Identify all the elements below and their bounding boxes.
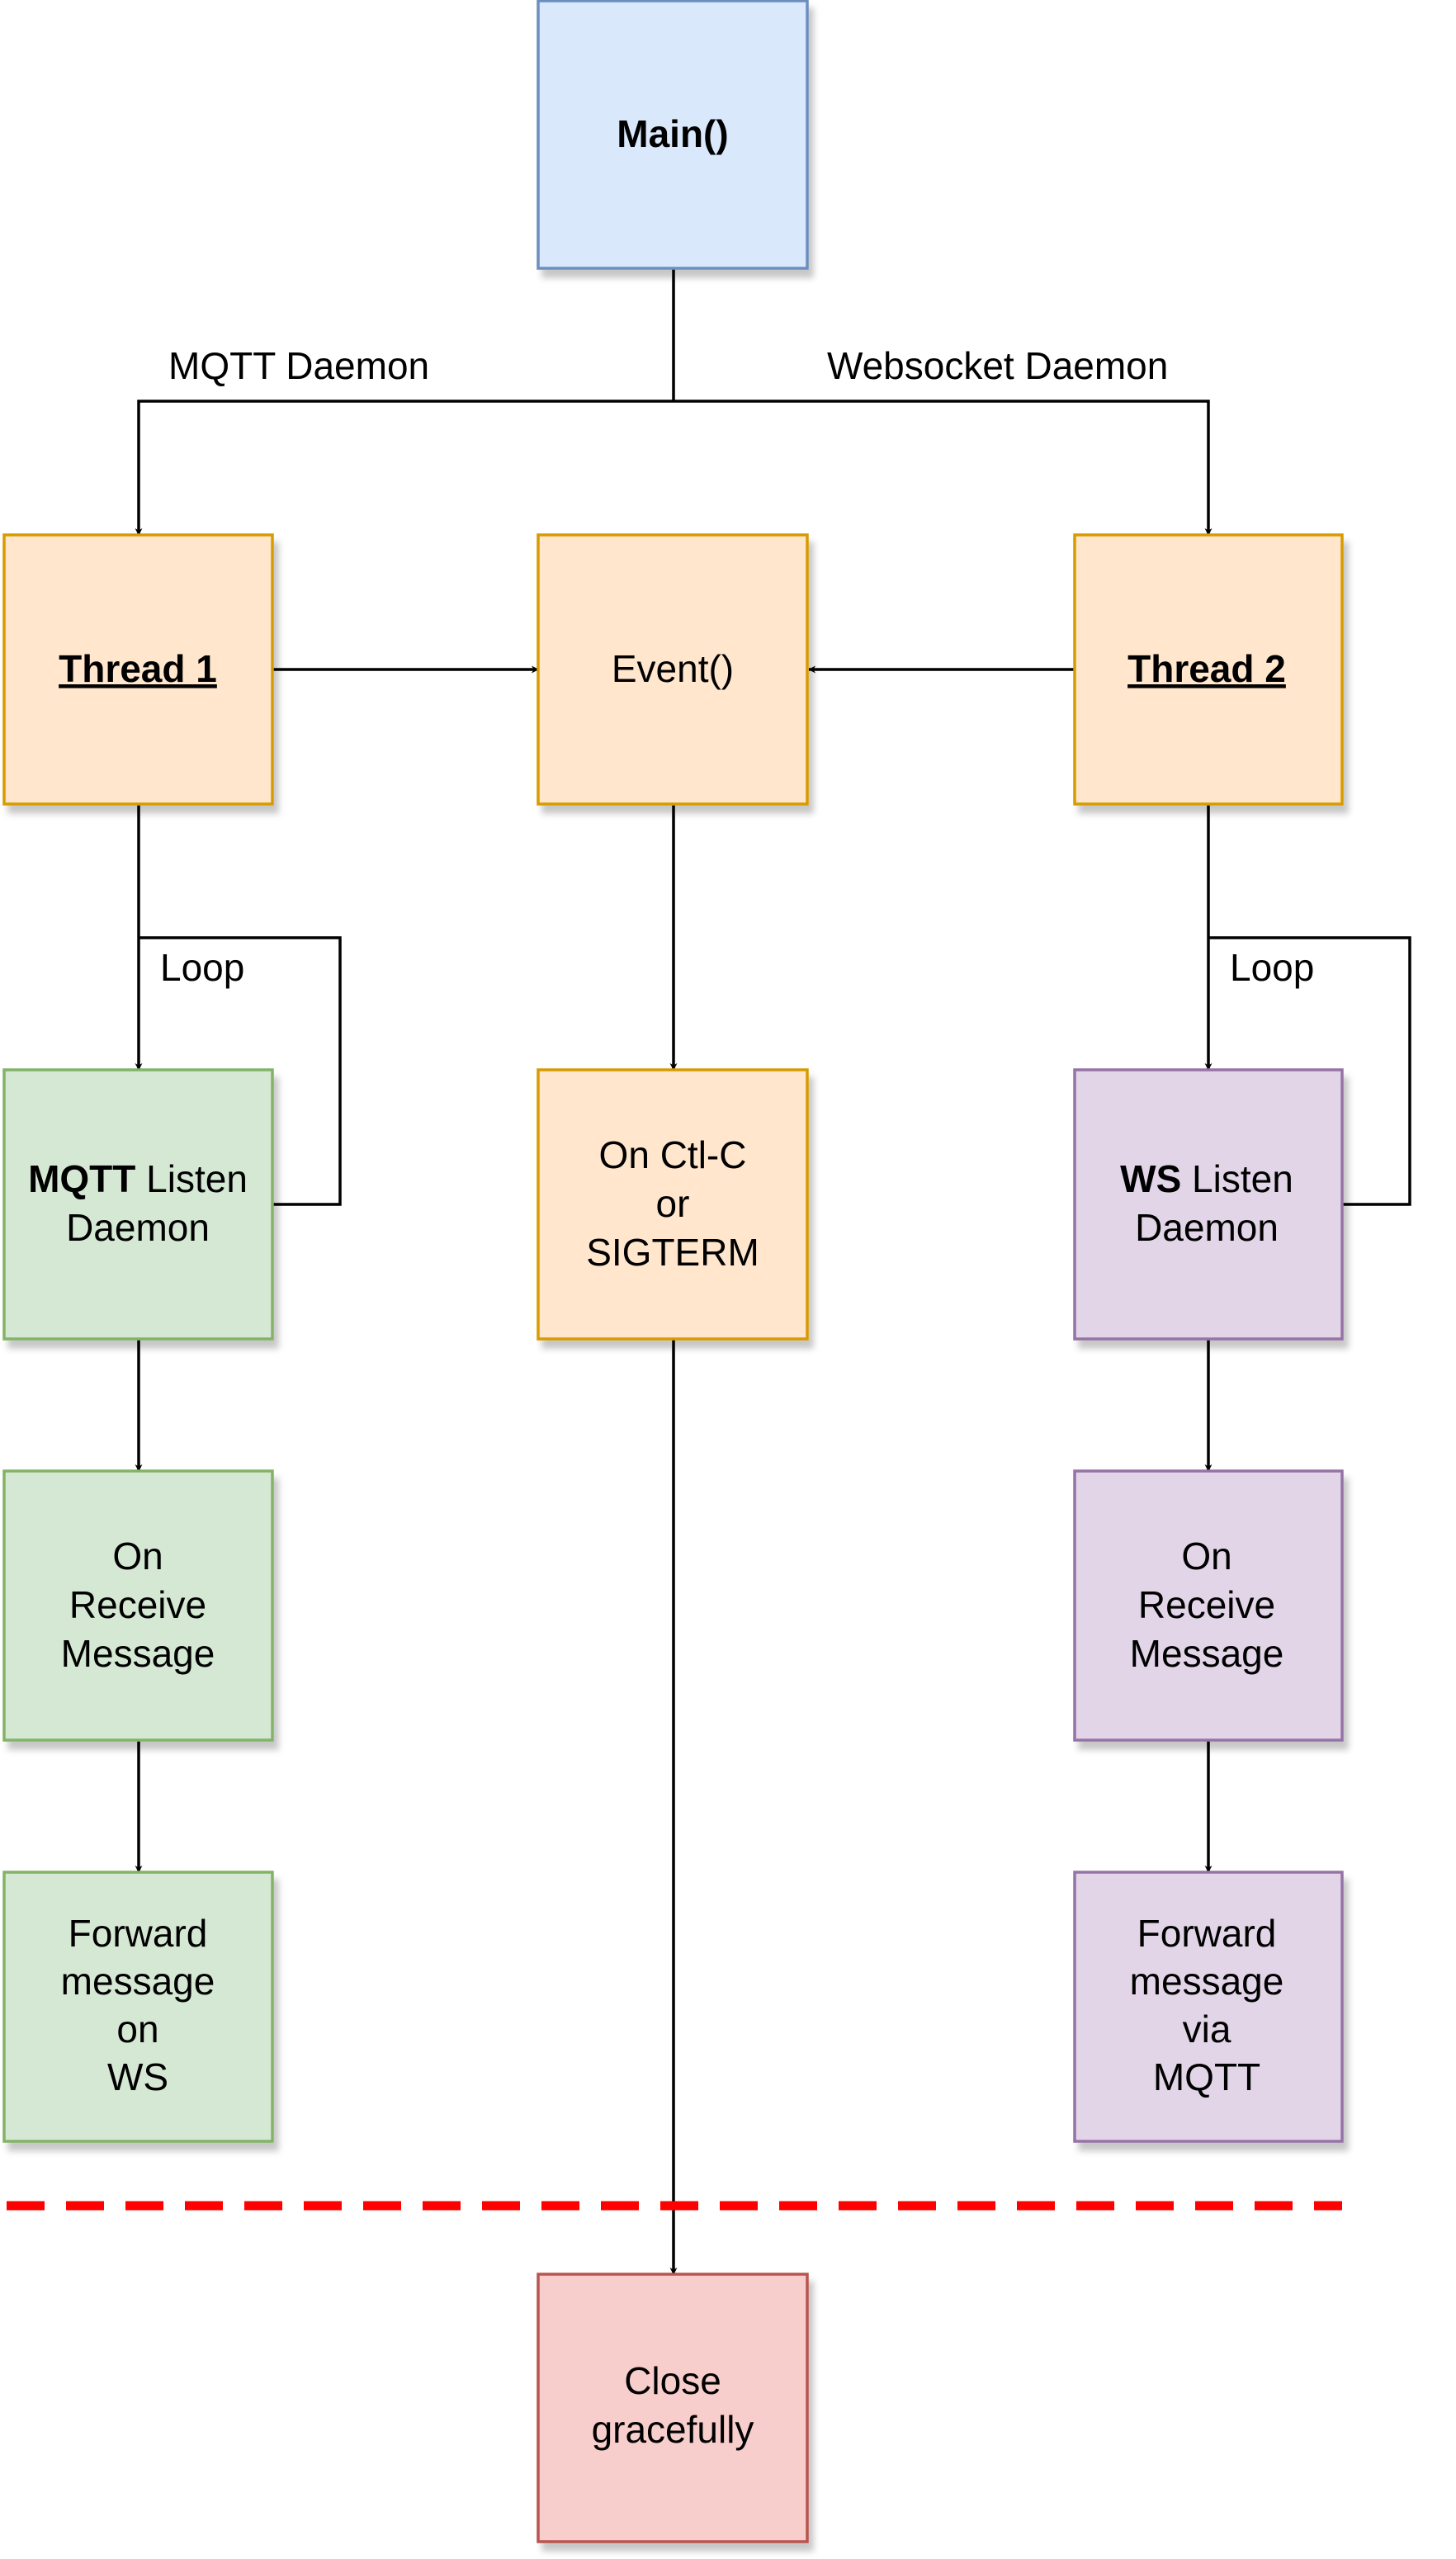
edge-main-to-thread1: [135, 400, 674, 536]
edge-labels: MQTT Daemon Websocket Daemon Loop Loop: [160, 338, 1314, 989]
node-thread2-label: Thread 2: [1127, 647, 1286, 690]
node-mqtt-forward-line2: message: [61, 1960, 215, 2003]
node-ws-receive-line1: On: [1181, 1535, 1231, 1577]
node-close-line2: gracefully: [592, 2408, 754, 2451]
node-event-label: Event(): [612, 647, 734, 690]
node-close-line1: Close: [624, 2359, 721, 2402]
node-ws-forward-line1: Forward: [1137, 1912, 1277, 1955]
node-mqtt-receive-line1: On: [112, 1535, 163, 1577]
node-mqtt-forward-line4: WS: [107, 2055, 168, 2098]
node-mqtt-listen-line1: MQTT Listen: [28, 1157, 248, 1200]
label-websocket-daemon: Websocket Daemon: [827, 344, 1168, 387]
node-ws-listen-line2: Daemon: [1135, 1206, 1279, 1249]
node-ws-receive-line2: Receive: [1138, 1583, 1275, 1626]
node-mqtt-forward-line3: on: [116, 2008, 158, 2051]
node-mqtt-forward: Forward message on WS: [2, 1871, 274, 2143]
node-mqtt-receive-line2: Receive: [69, 1583, 206, 1626]
node-main: Main(): [537, 0, 809, 270]
node-mqtt-listen-daemon: MQTT Listen Daemon: [2, 1068, 274, 1341]
label-mqtt-daemon: MQTT Daemon: [168, 344, 429, 387]
node-ws-listen-line1: WS Listen: [1120, 1157, 1293, 1200]
label-loop-left: Loop: [160, 946, 244, 989]
node-ws-receive-line3: Message: [1130, 1632, 1284, 1675]
node-mqtt-forward-line1: Forward: [69, 1912, 208, 1955]
edge-main-to-thread2: [674, 400, 1213, 536]
node-ws-receive: On Receive Message: [1073, 1469, 1344, 1742]
node-ws-forward-line3: via: [1183, 2008, 1231, 2051]
node-ws-forward: Forward message via MQTT: [1073, 1871, 1344, 2143]
node-mqtt-receive-line3: Message: [61, 1632, 215, 1675]
node-ctlc-line1: On Ctl-C: [599, 1133, 747, 1176]
node-mqtt-receive: On Receive Message: [2, 1469, 274, 1742]
node-ctlc-line3: SIGTERM: [586, 1231, 759, 1274]
node-ctlc: On Ctl-C or SIGTERM: [537, 1068, 809, 1341]
edge-mqtt-loop: [139, 936, 342, 1206]
node-main-label: Main(): [617, 112, 728, 155]
node-thread1-label: Thread 1: [59, 647, 217, 690]
node-thread1: Thread 1: [2, 533, 274, 806]
node-ws-listen-daemon: WS Listen Daemon: [1073, 1068, 1344, 1341]
node-mqtt-listen-line2: Daemon: [66, 1206, 210, 1249]
edge-ws-loop: [1208, 936, 1411, 1206]
label-loop-right: Loop: [1230, 946, 1314, 989]
node-close-gracefully: Close gracefully: [537, 2273, 809, 2543]
node-ws-forward-line2: message: [1130, 1960, 1284, 2003]
node-ctlc-line2: or: [656, 1182, 690, 1225]
node-thread2: Thread 2: [1073, 533, 1344, 806]
node-ws-forward-line4: MQTT: [1153, 2055, 1260, 2098]
node-event: Event(): [537, 533, 809, 806]
edges: [135, 268, 1411, 2275]
